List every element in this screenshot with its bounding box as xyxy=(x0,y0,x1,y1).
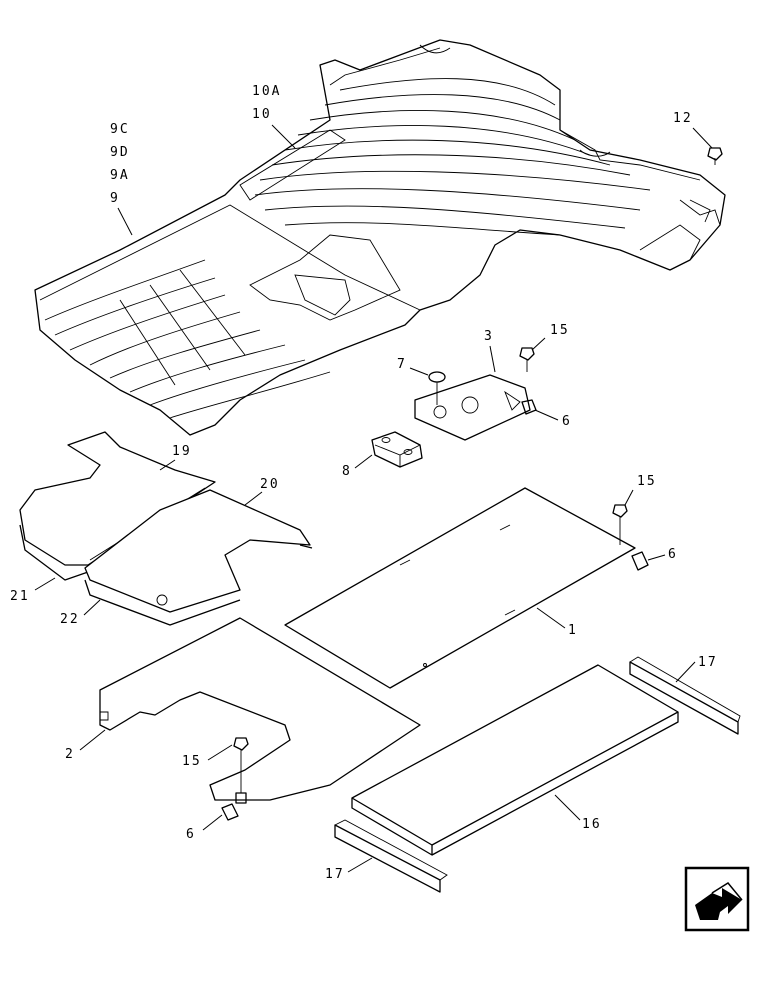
label-20: 20 xyxy=(260,477,280,492)
label-9d: 9D xyxy=(110,145,130,160)
bolt-15-panel-1: 15 xyxy=(612,474,657,545)
panel-2: 2 xyxy=(65,617,421,801)
label-15c: 15 xyxy=(182,754,202,769)
label-9: 9 xyxy=(110,191,120,206)
label-2: 2 xyxy=(65,747,75,762)
label-10a: 10A xyxy=(252,84,281,99)
label-9a: 9A xyxy=(110,168,130,183)
label-6b: 6 xyxy=(668,547,678,562)
pad-16: 16 xyxy=(351,664,679,856)
bolt-12: 12 xyxy=(673,111,723,165)
callout-group-9-10: 10A 10 9C 9D 9A 9 xyxy=(110,84,296,236)
nut-6-panel-2: 6 xyxy=(186,803,239,842)
label-21: 21 xyxy=(10,589,30,604)
label-9c: 9C xyxy=(110,122,130,137)
label-6a: 6 xyxy=(562,414,572,429)
label-6c: 6 xyxy=(186,827,196,842)
label-17a: 17 xyxy=(698,655,718,670)
label-15a: 15 xyxy=(550,323,570,338)
nut-6-panel-1: 6 xyxy=(631,547,678,571)
label-8: 8 xyxy=(342,464,352,479)
strip-17-lower: 17 xyxy=(325,819,448,893)
label-16: 16 xyxy=(582,817,602,832)
label-10: 10 xyxy=(252,107,272,122)
label-22: 22 xyxy=(60,612,80,627)
label-12: 12 xyxy=(673,111,693,126)
nut-6-plate: 6 xyxy=(521,399,572,429)
strip-17-upper: 17 xyxy=(629,655,741,735)
block-8: 8 xyxy=(342,431,423,479)
next-page-arrow-icon[interactable] xyxy=(684,866,750,932)
bolt-15-plate: 15 xyxy=(519,323,570,372)
label-7: 7 xyxy=(397,357,407,372)
label-19: 19 xyxy=(172,444,192,459)
label-17b: 17 xyxy=(325,867,345,882)
label-3: 3 xyxy=(484,329,494,344)
plate-3: 3 xyxy=(414,329,531,441)
label-15b: 15 xyxy=(637,474,657,489)
floor-mat-ribs-upper xyxy=(254,78,651,236)
floor-mat-ribs-lower xyxy=(44,259,331,419)
panel-20-22: 20 22 xyxy=(60,477,313,627)
bolt-15-panel-2: 15 xyxy=(182,737,249,804)
label-1: 1 xyxy=(568,623,578,638)
floor-mat-assembly xyxy=(34,39,726,436)
panel-1: 1 xyxy=(284,487,636,689)
plug-7: 7 xyxy=(397,357,446,405)
